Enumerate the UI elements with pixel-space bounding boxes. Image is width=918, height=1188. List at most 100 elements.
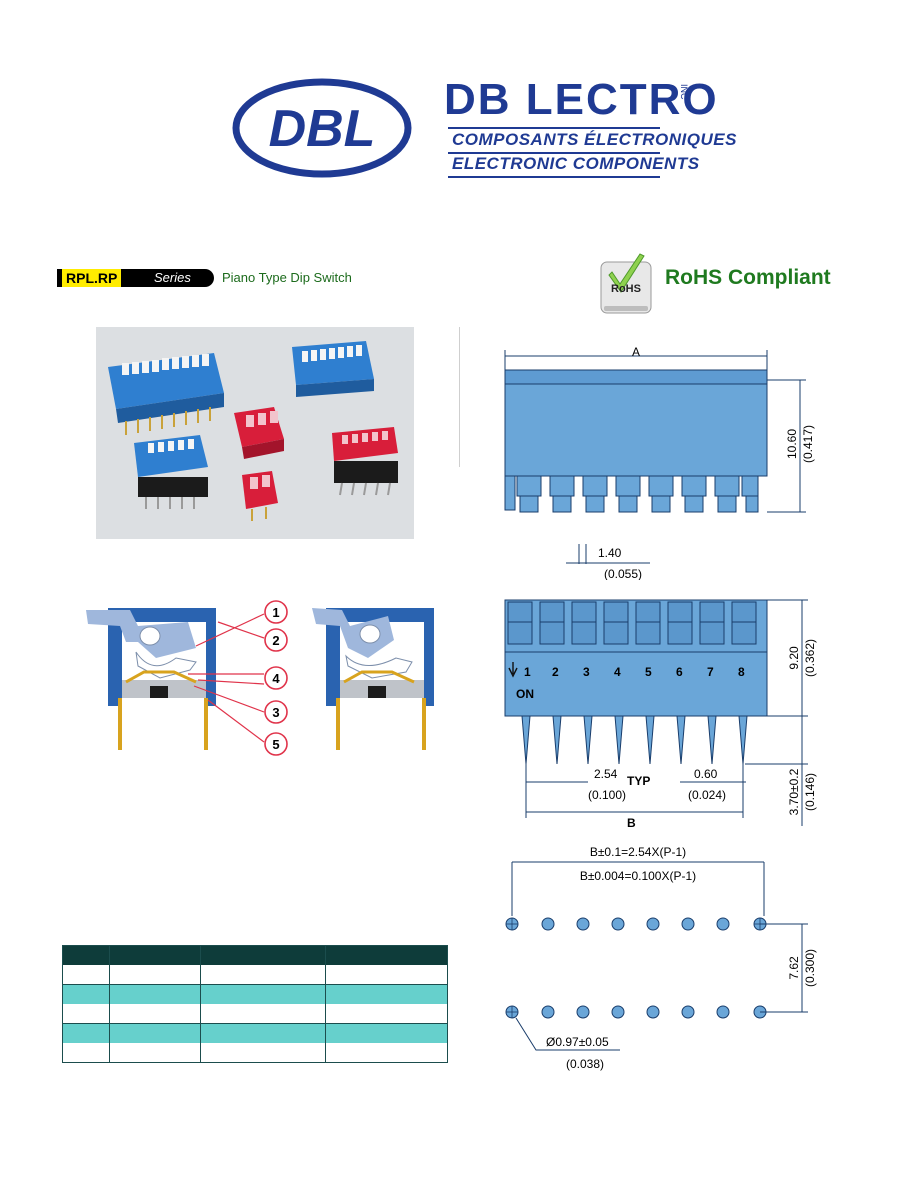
top-view-actuators xyxy=(504,475,759,513)
column-divider xyxy=(459,327,460,467)
pin-width-mm: 0.60 xyxy=(694,767,718,781)
pcb-formula-mm: B±0.1=2.54X(P-1) xyxy=(590,845,686,859)
top-pitch-mm: 1.40 xyxy=(598,546,622,560)
on-label: ON xyxy=(516,687,534,701)
callout-2-label: 2 xyxy=(272,633,279,648)
cross-section-left xyxy=(86,608,216,750)
product-photo xyxy=(96,327,414,539)
callout-4-label: 4 xyxy=(272,671,280,686)
callout-3: 3 xyxy=(264,700,288,724)
typ-label: TYP xyxy=(627,774,650,788)
table-cell xyxy=(199,1004,327,1024)
table-cell xyxy=(62,965,110,985)
table-row xyxy=(62,1023,448,1043)
callout-5: 5 xyxy=(264,732,288,756)
position-label: 7 xyxy=(707,665,714,679)
table-cell xyxy=(62,1023,110,1043)
table-cell xyxy=(325,1023,448,1043)
callout-4: 4 xyxy=(264,666,288,690)
table-cell xyxy=(199,1043,327,1063)
table-row xyxy=(62,984,448,1004)
front-view-actuators xyxy=(507,601,757,645)
brand-inc: INC xyxy=(678,84,690,102)
series-code: RPL.RP xyxy=(62,269,122,287)
front-view-drawing: 1 2 3 4 5 6 7 8 ON 9.20 (0.362) 3.70±0.2… xyxy=(504,599,817,830)
photo-red-switch-3pos xyxy=(234,407,284,459)
front-height-mm: 9.20 xyxy=(787,646,801,670)
on-direction-arrow-icon xyxy=(508,662,518,678)
table-cell xyxy=(108,1004,201,1024)
table-cell xyxy=(199,984,327,1004)
front-pitch-mm: 2.54 xyxy=(594,767,618,781)
series-description: Piano Type Dip Switch xyxy=(222,270,352,285)
table-cell xyxy=(325,1043,448,1063)
table-cell xyxy=(325,984,448,1004)
row-gap-mm: 7.62 xyxy=(787,956,801,980)
table-row xyxy=(62,1043,448,1063)
cross-section-drawing: 1 2 4 3 5 xyxy=(86,600,434,756)
table-cell xyxy=(325,1004,448,1024)
photo-blue-switch-6pos xyxy=(134,435,208,509)
pcb-holes-top-row xyxy=(505,917,767,931)
table-header-row xyxy=(62,945,448,965)
top-height-in: (0.417) xyxy=(801,425,815,463)
table-header-cell xyxy=(325,945,448,965)
table-cell xyxy=(108,1023,201,1043)
table-cell xyxy=(62,1043,110,1063)
table-cell xyxy=(199,965,327,985)
position-label: 3 xyxy=(583,665,590,679)
callout-3-label: 3 xyxy=(272,705,279,720)
photo-red-switch-5pos xyxy=(332,427,398,496)
hole-diameter-mm: Ø0.97±0.05 xyxy=(546,1035,609,1049)
top-height-mm: 10.60 xyxy=(785,429,799,459)
table-cell xyxy=(199,1023,327,1043)
table-cell xyxy=(108,984,201,1004)
dbl-logo-text: DBL xyxy=(269,100,376,158)
brand-rule-top xyxy=(448,127,660,129)
callout-1-label: 1 xyxy=(272,605,279,620)
pcb-layout-drawing: B±0.1=2.54X(P-1) B±0.004=0.100X(P-1) 7.6… xyxy=(505,845,817,1071)
top-view-drawing: A 10.60 (0.417) 1.40 (0.055) xyxy=(504,345,815,580)
callout-1: 1 xyxy=(264,600,288,624)
photo-blue-switch-8pos xyxy=(292,341,374,397)
pcb-holes-bottom-row xyxy=(505,1005,767,1019)
rohs-compliant-text: RoHS Compliant xyxy=(665,266,831,289)
rohs-badge-icon: RoHS xyxy=(600,253,652,314)
table-cell xyxy=(108,965,201,985)
brand-name: DB LECTRO xyxy=(444,75,719,124)
pin-length-in: (0.146) xyxy=(803,773,817,811)
hole-diameter-in: (0.038) xyxy=(566,1057,604,1071)
dim-a-label: A xyxy=(632,345,640,359)
pin-length-mm: 3.70±0.2 xyxy=(787,768,801,815)
position-label: 1 xyxy=(524,665,531,679)
brand-rule-bottom xyxy=(448,176,660,178)
position-label: 4 xyxy=(614,665,621,679)
front-height-in: (0.362) xyxy=(803,639,817,677)
callout-2: 2 xyxy=(264,628,288,652)
rohs-badge-label: RoHS xyxy=(611,283,641,295)
table-cell xyxy=(108,1043,201,1063)
table-row xyxy=(62,965,448,985)
front-pitch-in: (0.100) xyxy=(588,788,626,802)
position-label: 2 xyxy=(552,665,559,679)
series-word: Series xyxy=(154,270,191,285)
cross-section-right xyxy=(312,608,434,750)
top-pitch-in: (0.055) xyxy=(604,567,642,580)
photo-blue-switch-10pos xyxy=(108,353,224,435)
brand-rule-middle xyxy=(448,152,660,154)
table-header-cell xyxy=(199,945,327,965)
position-label: 8 xyxy=(738,665,745,679)
spec-table xyxy=(62,945,448,1063)
dbl-logo: DBL xyxy=(232,78,412,178)
table-header-cell xyxy=(62,945,110,965)
table-header-cell xyxy=(108,945,201,965)
table-row xyxy=(62,1004,448,1024)
dim-b-label: B xyxy=(627,816,636,830)
front-view-pins xyxy=(521,715,748,765)
table-cell xyxy=(62,1004,110,1024)
brand-subtitle-en: ELECTRONIC COMPONENTS xyxy=(452,154,700,173)
pcb-formula-in: B±0.004=0.100X(P-1) xyxy=(580,869,696,883)
front-position-labels: 1 2 3 4 5 6 7 8 xyxy=(524,665,745,679)
brand-subtitle-fr: COMPOSANTS ÉLECTRONIQUES xyxy=(452,130,737,149)
row-gap-in: (0.300) xyxy=(803,949,817,987)
